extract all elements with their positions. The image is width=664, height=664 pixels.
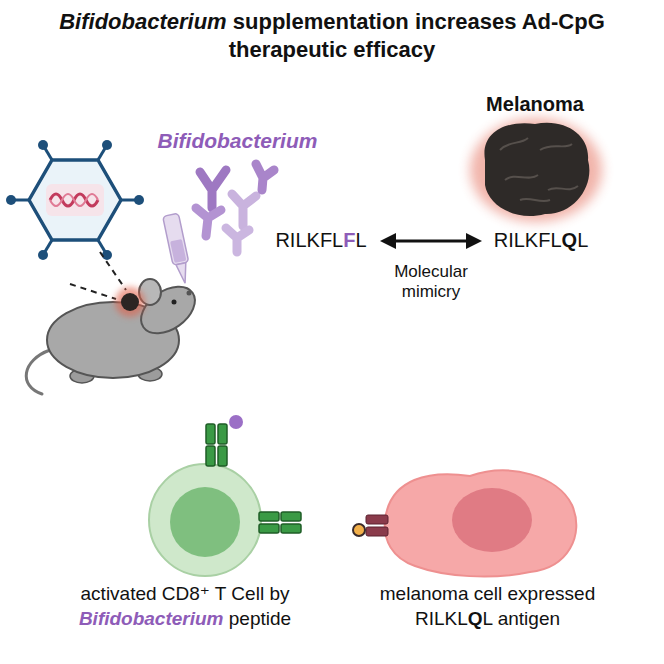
mhc-complex bbox=[366, 515, 388, 524]
tumor-texture bbox=[505, 175, 538, 180]
virus-capsid bbox=[29, 160, 121, 240]
peptide-sequence: RILKFLFL bbox=[262, 228, 380, 252]
bacteria-label: Bifidobacterium bbox=[145, 128, 330, 153]
arrow-head bbox=[466, 233, 482, 249]
virus-spike bbox=[11, 145, 139, 255]
dna-strand bbox=[50, 194, 98, 206]
melanoma-cell-membrane bbox=[385, 471, 577, 577]
tumor-label: Melanoma bbox=[465, 92, 605, 116]
arrow-shaft bbox=[392, 240, 470, 243]
tumor-texture bbox=[500, 138, 528, 150]
bifidobacterium-cells bbox=[200, 170, 226, 208]
text-highlight: F bbox=[343, 229, 355, 251]
tumor-glow bbox=[470, 118, 602, 222]
text-highlight: Q bbox=[562, 229, 578, 251]
virus-knob bbox=[102, 250, 112, 260]
t-cell-coreceptor bbox=[259, 524, 279, 533]
t-cell-coreceptor bbox=[259, 512, 279, 521]
bifidobacterium-cells bbox=[232, 194, 256, 226]
t-cell bbox=[149, 415, 301, 576]
bifidobacterium-cells bbox=[196, 208, 221, 236]
t-cell-caption: activated CD8⁺ T Cell by Bifidobacterium… bbox=[35, 582, 335, 631]
virus-knob bbox=[134, 195, 144, 205]
adenovirus bbox=[6, 140, 144, 260]
mouse-head bbox=[133, 277, 204, 343]
bifidobacterium-cells bbox=[256, 164, 274, 190]
t-cell-receptor bbox=[206, 446, 215, 466]
bifidobacterium-cells bbox=[226, 228, 249, 252]
dropper-tip bbox=[176, 263, 190, 285]
t-cell-receptor bbox=[218, 424, 227, 444]
mhc-complex bbox=[366, 515, 388, 536]
bacterial-peptide bbox=[229, 415, 243, 429]
t-cell-membrane bbox=[149, 464, 261, 576]
virus-knob bbox=[6, 140, 144, 260]
tumor-texture bbox=[520, 199, 550, 201]
mouse-tail bbox=[26, 350, 50, 394]
injection-line bbox=[70, 252, 126, 299]
tumor-texture bbox=[540, 144, 572, 150]
t-cell-coreceptor bbox=[281, 512, 301, 521]
text-highlight: Bifidobacterium bbox=[79, 608, 224, 629]
melanoma-cell-nucleus bbox=[452, 488, 532, 552]
injection-line bbox=[70, 284, 116, 299]
virus-knob bbox=[38, 140, 48, 150]
dna-strand bbox=[50, 194, 98, 206]
t-cell-coreceptor bbox=[259, 512, 301, 533]
virus-core bbox=[46, 184, 104, 216]
title: Bifidobacterium supplementation increase… bbox=[20, 8, 644, 63]
mouse bbox=[26, 277, 203, 394]
t-cell-nucleus bbox=[170, 487, 240, 557]
melanoma-tumor bbox=[470, 118, 602, 222]
t-cell-receptor bbox=[206, 424, 227, 466]
melanoma-caption: melanoma cell expressed RILKLQL antigen bbox=[345, 582, 630, 631]
arrow-head bbox=[380, 233, 396, 249]
virus-knob bbox=[38, 250, 48, 260]
injection-line bbox=[100, 252, 126, 290]
mimicry-label: Molecular mimicry bbox=[371, 262, 491, 303]
mhc-complex bbox=[366, 527, 388, 536]
double-arrow bbox=[380, 233, 482, 249]
tumor-antigen bbox=[353, 524, 365, 536]
text-highlight: Q bbox=[468, 608, 483, 629]
mouse-eye bbox=[172, 300, 177, 305]
t-cell-receptor bbox=[218, 446, 227, 466]
mouse-tumor bbox=[121, 293, 139, 311]
dropper bbox=[163, 213, 193, 285]
tumor-texture bbox=[548, 186, 578, 190]
melanoma-cell bbox=[353, 471, 576, 577]
t-cell-coreceptor bbox=[281, 524, 301, 533]
virus-knob bbox=[102, 140, 112, 150]
dropper-liquid bbox=[170, 239, 186, 263]
mouse-nose bbox=[187, 291, 192, 296]
tumor-glow bbox=[115, 287, 145, 317]
tumor-texture bbox=[500, 138, 578, 201]
bifidobacterium-cells bbox=[196, 164, 274, 252]
t-cell-receptor bbox=[206, 424, 215, 444]
peptide-sequence: RILKFLQL bbox=[482, 228, 600, 252]
tumor-body bbox=[484, 123, 589, 216]
virus-knob bbox=[6, 195, 16, 205]
dropper-body bbox=[163, 213, 189, 265]
text-highlight: Bifidobacterium bbox=[59, 9, 226, 34]
